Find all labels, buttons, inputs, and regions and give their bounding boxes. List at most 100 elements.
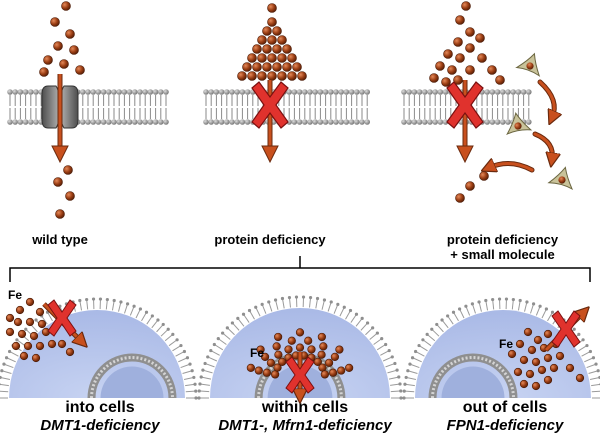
organelle-membrane <box>90 356 174 399</box>
lipid-tail <box>387 369 397 374</box>
lipid-head <box>193 382 197 386</box>
panel-subtitle: FPN1-deficiency <box>446 417 564 434</box>
lipid-head <box>518 298 522 303</box>
lipid-tail <box>405 390 415 393</box>
lipid-head <box>348 308 353 313</box>
lipid-head <box>112 298 116 303</box>
small-molecule-panel <box>429 1 574 203</box>
lipid-head <box>147 119 154 125</box>
lipid-head <box>194 389 198 393</box>
iron-ion <box>47 339 57 349</box>
iron-ion <box>455 193 465 203</box>
lipid-head <box>12 119 18 125</box>
lipid-head <box>354 312 359 316</box>
lipid-head <box>208 89 214 95</box>
lipid-head <box>166 327 170 331</box>
lipid-head <box>404 375 408 380</box>
lipid-head <box>111 119 117 125</box>
lipid-head <box>401 119 407 125</box>
iron-ion <box>455 53 465 63</box>
lipid-tail <box>408 370 418 374</box>
lipid-head <box>106 119 112 125</box>
label-line: + small molecule <box>450 247 555 262</box>
lipid-head <box>80 89 86 95</box>
lipid-tail <box>547 312 553 322</box>
lipid-head <box>150 314 154 318</box>
lipid-tail <box>465 306 471 316</box>
lipid-head <box>484 298 488 303</box>
lipid-tail <box>530 304 534 314</box>
lipid-head <box>22 89 29 95</box>
lipid-head <box>411 89 418 95</box>
iron-ion <box>519 355 529 365</box>
lipid-tail <box>164 334 173 342</box>
lipid-head <box>296 119 303 125</box>
lipid-head <box>105 297 109 302</box>
iron-ion <box>17 329 27 339</box>
lipid-tail <box>180 364 190 369</box>
iron-ion <box>267 53 277 63</box>
lipid-head <box>28 89 34 95</box>
iron-ion <box>271 370 280 379</box>
lipid-head <box>489 119 496 125</box>
organelle-matrix <box>100 366 164 398</box>
lipid-tail <box>410 364 420 369</box>
lipid-tail <box>591 390 600 393</box>
lipid-head <box>91 297 96 301</box>
lipid-tail <box>10 351 19 357</box>
panel-title: out of cells <box>462 399 548 416</box>
lipid-tail <box>380 350 389 356</box>
lipid-head <box>364 89 371 95</box>
iron-ion <box>272 44 282 54</box>
lipid-tail <box>365 328 373 336</box>
iron-ion <box>292 62 302 72</box>
lipid-head <box>106 89 112 95</box>
lipid-tail <box>578 345 587 352</box>
lipid-head <box>185 356 190 360</box>
lipid-head <box>550 310 555 314</box>
lipid-head <box>505 119 511 125</box>
lipid-head <box>95 89 102 95</box>
iron-ion <box>31 353 41 363</box>
lipid-head <box>531 302 536 306</box>
iron-ion <box>262 368 272 377</box>
lipid-tail <box>360 323 368 331</box>
lipid-head <box>520 89 527 95</box>
iron-ion <box>69 45 79 55</box>
lipid-head <box>348 119 355 125</box>
lipid-head <box>142 89 148 95</box>
label-into-cells: into cells DMT1-deficiency <box>0 399 200 434</box>
iron-ion <box>13 317 23 327</box>
lipid-head <box>98 297 103 301</box>
lipid-head <box>126 89 133 95</box>
lipid-head <box>384 342 388 347</box>
lipid-head <box>354 89 360 95</box>
lipid-tail <box>373 338 382 345</box>
lipid-head <box>17 119 24 125</box>
iron-ion <box>273 363 282 372</box>
iron-ion <box>11 341 21 351</box>
iron-ion <box>549 363 559 373</box>
lipid-head <box>90 119 96 125</box>
lipid-head <box>500 89 506 95</box>
lipid-head <box>440 318 444 322</box>
lipid-head <box>343 119 350 125</box>
lipid-tail <box>321 300 325 310</box>
lipid-tail <box>232 323 240 331</box>
lipid-head <box>156 318 160 322</box>
lipid-head <box>147 89 154 95</box>
lipid-tail <box>200 383 210 386</box>
lipid-head <box>406 119 413 125</box>
lipid-tail <box>178 357 187 363</box>
lipid-head <box>406 89 413 95</box>
lipid-head <box>158 119 164 125</box>
iron-ion <box>495 75 505 85</box>
iron-ion <box>257 35 267 45</box>
lipid-head <box>260 302 264 306</box>
lipid-head <box>360 316 364 321</box>
lipid-head <box>342 305 346 309</box>
lipid-tail <box>390 390 400 393</box>
iron-ions-small-molecule <box>429 1 505 203</box>
block-x-icon <box>285 356 315 394</box>
iron-ion <box>274 332 283 342</box>
